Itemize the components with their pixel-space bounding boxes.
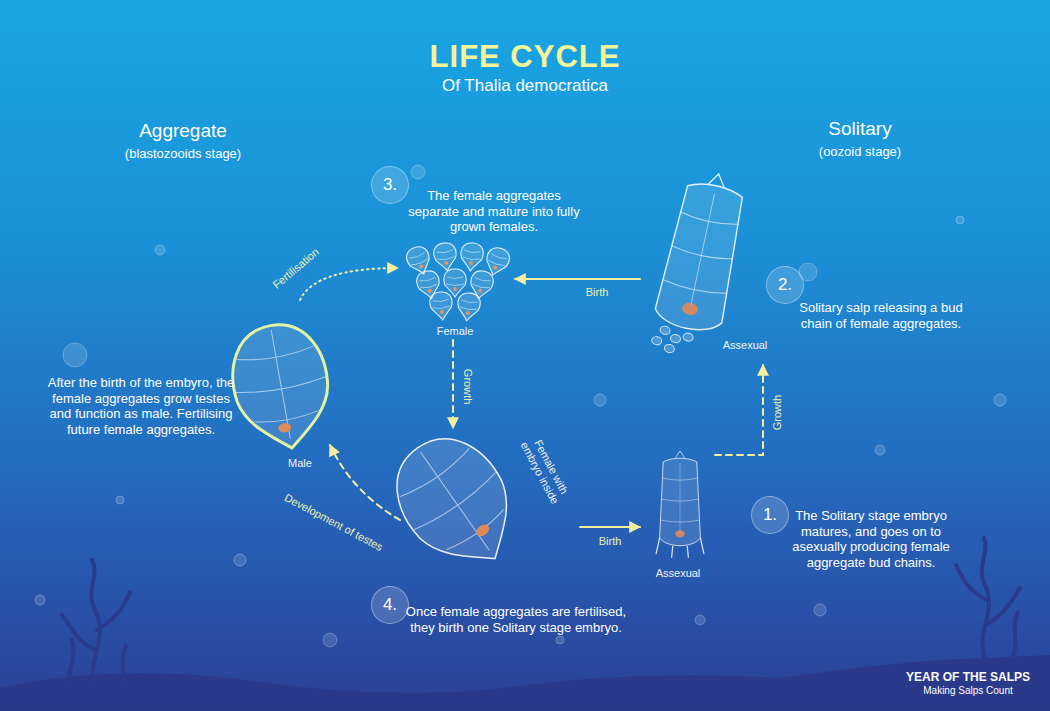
edge-label: Growth — [460, 367, 473, 406]
callout-number: 3. — [371, 175, 409, 195]
callout-group: 1.The Solitary stage embryo matures, and… — [751, 496, 962, 581]
solitary-embryo — [656, 451, 704, 558]
callout-text: Solitary salp releasing a bud chain of f… — [795, 300, 967, 331]
callout-number: 4. — [371, 595, 409, 615]
label-text: Aggregate — [83, 120, 283, 143]
label-text: Making Salps Count — [893, 685, 1043, 697]
organism-node: Female with embryo inside — [400, 428, 580, 585]
callout-text: The Solitary stage embryo matures, and g… — [782, 508, 960, 570]
organism-node: Male — [232, 300, 330, 472]
cycle-arrow — [452, 340, 454, 428]
callout-number: 2. — [766, 275, 804, 295]
bubbles — [35, 165, 1006, 647]
edge-label: Growth — [770, 393, 783, 432]
female-aggregate-cluster — [404, 242, 512, 323]
callout-group: 3.The female aggregates separate and mat… — [371, 166, 591, 239]
cycle-arrow — [580, 526, 640, 528]
organism-label: Male — [275, 457, 325, 470]
cycle-arrow — [515, 278, 640, 280]
title: LIFE CYCLE — [325, 38, 725, 75]
organism-label: Assexual — [648, 567, 708, 580]
organism-label: Female — [420, 325, 490, 338]
label-text: Solitary — [760, 118, 960, 141]
edge-label: Birth — [597, 535, 624, 548]
cycle-arrow — [715, 365, 763, 455]
label-text: Of Thalia democratica — [365, 76, 685, 96]
male-aggregate — [224, 318, 338, 457]
solitary-salp — [647, 167, 752, 362]
label-text: YEAR OF THE SALPS — [893, 670, 1043, 684]
organism-node: Assexual — [640, 170, 777, 365]
seabed — [0, 655, 1050, 711]
note-text: After the birth of the embyro, the femal… — [46, 375, 236, 437]
edge-label: Birth — [584, 286, 611, 299]
callout-text: Once female aggregates are fertilised, t… — [405, 604, 627, 635]
callout-text: The female aggregates separate and matur… — [401, 188, 587, 235]
label-text: (blastozooids stage) — [83, 146, 283, 162]
cycle-arrow — [330, 445, 400, 520]
female-with-embryo — [376, 419, 537, 588]
callout-group: 4.Once female aggregates are fertilised,… — [371, 586, 631, 646]
callout-number: 1. — [751, 505, 789, 525]
cycle-arrow — [300, 268, 398, 300]
label-text: (oozoid stage) — [760, 144, 960, 160]
organism-node: Assexual — [640, 440, 715, 585]
organism-node: Female — [398, 240, 515, 340]
organism-label: Assexual — [715, 339, 775, 352]
callout-group: 2. Solitary salp releasing a bud chain of… — [766, 266, 969, 351]
edge-label: Fertilisation — [269, 244, 323, 293]
organism-label: Female with embryo inside — [515, 430, 575, 511]
